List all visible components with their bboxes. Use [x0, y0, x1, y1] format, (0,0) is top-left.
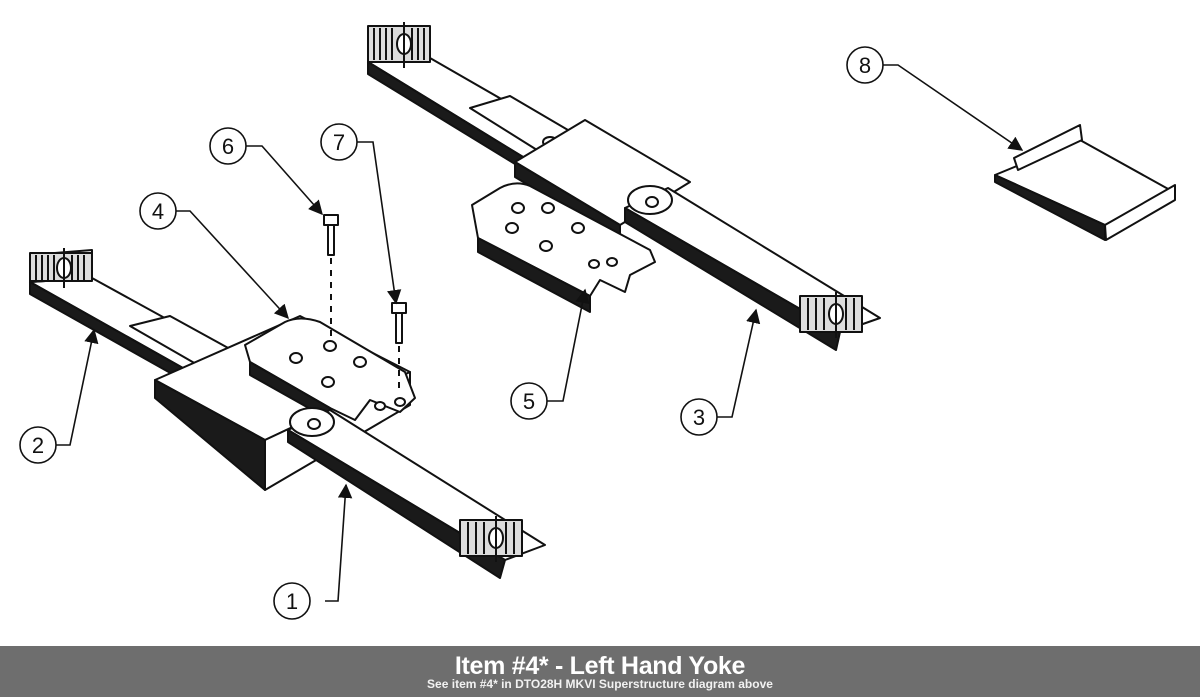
bolt-part-6: [323, 214, 339, 340]
caption-subtitle: See item #4* in DTO28H MKVI Superstructu…: [427, 677, 773, 691]
leader-line-1: [325, 483, 353, 602]
yoke-plate-part-5: [471, 182, 656, 313]
callout-5: 5: [510, 382, 548, 420]
leader-line-8: [883, 64, 1024, 151]
leader-line-6: [246, 145, 323, 216]
callout-7: 7: [320, 123, 358, 161]
leader-line-4: [176, 210, 289, 320]
leader-line-7: [357, 141, 402, 305]
right-arm-part-1: [287, 407, 546, 579]
callout-3: 3: [680, 398, 718, 436]
tray-part-8: [994, 124, 1176, 241]
callout-7-label: 7: [333, 130, 345, 155]
exploded-parts-diagram: 1 2 3 4 5 6 7 8: [19, 22, 1176, 620]
callout-2-label: 2: [32, 433, 44, 458]
callout-8: 8: [846, 46, 884, 84]
left-yoke-assembly: [29, 214, 546, 579]
caption-bar: Item #4* - Left Hand Yoke See item #4* i…: [0, 646, 1200, 697]
callout-8-label: 8: [859, 53, 871, 78]
callout-1: 1: [273, 582, 311, 620]
lower-arm-end-pad: [799, 295, 863, 333]
callout-1-label: 1: [286, 589, 298, 614]
callout-4-label: 4: [152, 199, 164, 224]
callout-3-label: 3: [693, 405, 705, 430]
left-arm-end-pad: [29, 248, 93, 288]
yoke-plate-part-4: [244, 317, 416, 421]
leader-line-3: [717, 308, 761, 418]
callout-5-label: 5: [523, 389, 535, 414]
leader-line-5: [547, 288, 590, 402]
right-yoke-assembly: [367, 22, 881, 351]
leader-line-2: [56, 328, 99, 446]
callout-6-label: 6: [222, 134, 234, 159]
caption-title: Item #4* - Left Hand Yoke: [454, 652, 746, 680]
lower-arm-part-3: [624, 185, 881, 351]
callout-4: 4: [139, 192, 177, 230]
upper-arm: [367, 22, 591, 173]
callout-2: 2: [19, 426, 57, 464]
callout-6: 6: [209, 127, 247, 165]
